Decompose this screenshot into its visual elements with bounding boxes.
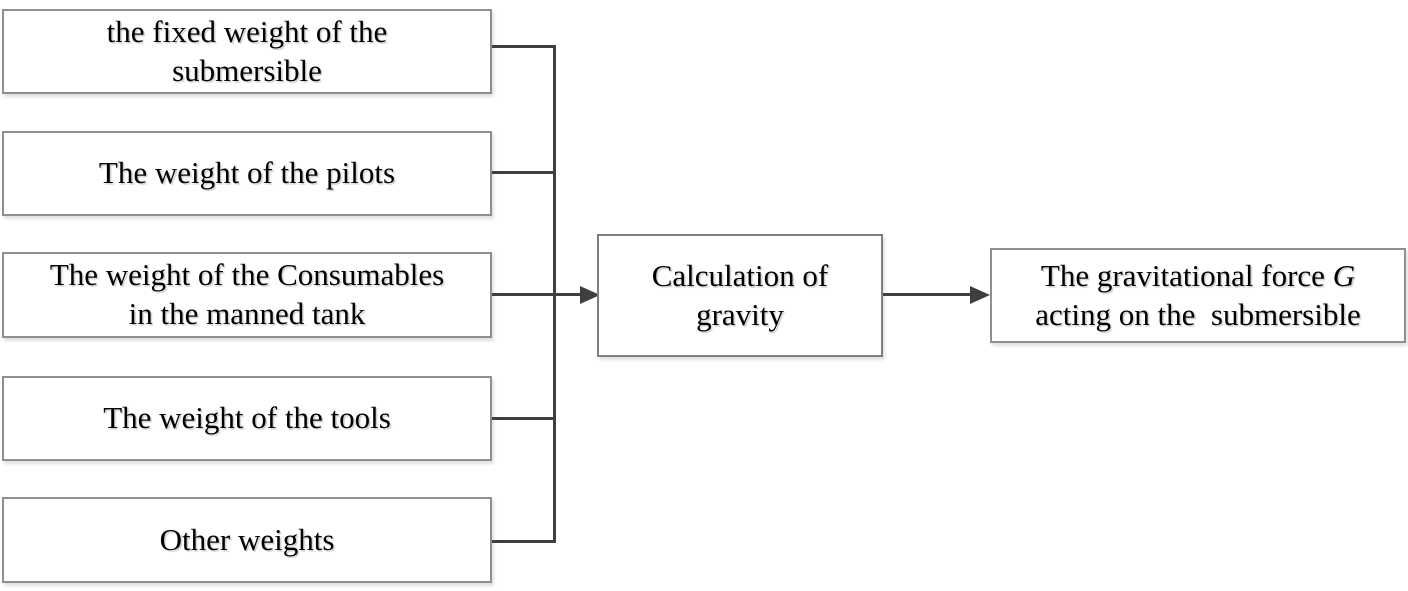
output-box-line-1-symbol-G: G [1332,257,1356,293]
connector-stub-other-weights [492,540,556,543]
process-box-line-1: Calculation of [651,257,829,293]
output-box-gravitational-force: The gravitational force G acting on the … [990,248,1406,343]
input-box-tools-weight: The weight of the tools [2,376,492,461]
output-box-line-1: The gravitational force G [1041,257,1355,296]
input-box-tools-weight-line-1: The weight of the tools [103,400,391,436]
output-box-line-1-text: The gravitational force [1040,257,1333,293]
process-box-line-2: gravity [696,296,784,332]
connector-arrow-to-process-line [492,293,582,296]
input-box-fixed-weight-line-1: the fixed weight of the [106,13,388,49]
output-box-line-2: acting on the submersible [1035,296,1361,332]
connector-stub-fixed-weight [492,45,556,48]
input-box-pilots-weight: The weight of the pilots [2,131,492,216]
input-box-pilots-weight-line-1: The weight of the pilots [98,155,396,191]
arrow-head-to-process-icon [580,286,600,304]
input-box-consumables-weight-line-1: The weight of the Consumables [49,257,445,293]
arrow-head-to-output-icon [970,286,990,304]
input-box-fixed-weight: the fixed weight of the submersible [2,9,492,94]
input-box-other-weights: Other weights [2,497,492,583]
connector-stub-pilots-weight [492,171,556,174]
connector-stub-tools-weight [492,417,556,420]
input-box-fixed-weight-line-2: submersible [172,52,322,88]
input-box-consumables-weight: The weight of the Consumables in the man… [2,252,492,338]
connector-arrow-to-output-line [883,293,972,296]
input-box-consumables-weight-line-2: in the manned tank [128,296,366,331]
input-box-other-weights-line-1: Other weights [159,521,335,557]
process-box-calculation-of-gravity: Calculation of gravity [597,234,883,357]
